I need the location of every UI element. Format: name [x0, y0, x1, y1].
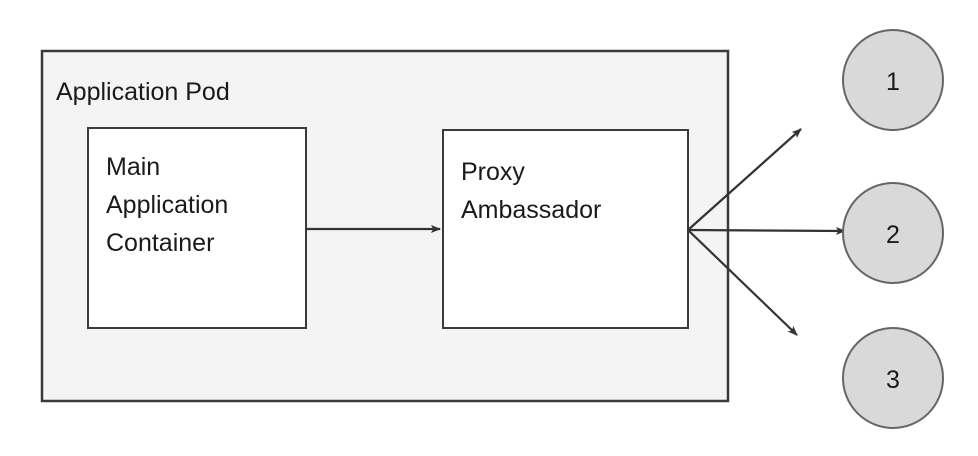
main-application-container-label-line-2: Application — [106, 191, 228, 219]
main-application-container-label-line-3: Container — [106, 229, 214, 257]
proxy-ambassador-label-line-1: Proxy — [461, 158, 525, 186]
external-service-label-1: 1 — [886, 68, 900, 96]
connector-proxy-to-service-3-arrow — [687, 229, 798, 336]
connector-proxy-to-service-2-arrow — [687, 226, 846, 235]
external-service-circle-2[interactable] — [842, 182, 944, 284]
application-pod-label: Application Pod — [56, 78, 230, 106]
connector-proxy-to-service-1-arrow — [687, 128, 802, 231]
main-application-container-label-line-1: Main — [106, 153, 160, 181]
main-application-container-box[interactable] — [87, 127, 307, 329]
external-service-label-2: 2 — [886, 221, 900, 249]
proxy-ambassador-container-box[interactable] — [442, 129, 689, 329]
external-service-circle-1[interactable] — [842, 29, 944, 131]
proxy-ambassador-label-line-2: Ambassador — [461, 196, 601, 224]
external-service-circle-3[interactable] — [842, 327, 944, 429]
external-service-label-3: 3 — [886, 366, 900, 394]
